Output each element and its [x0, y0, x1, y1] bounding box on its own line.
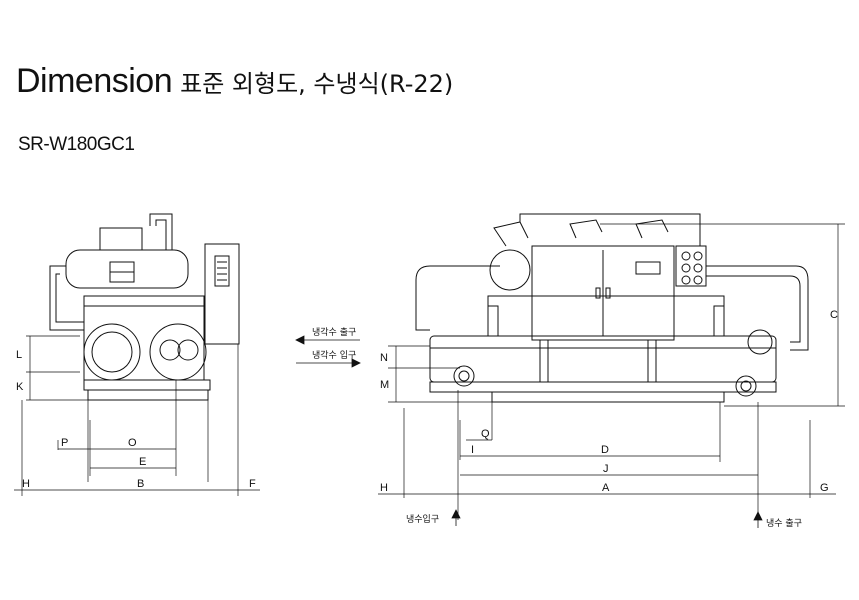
front-view: L K P O E H B F [14, 213, 260, 496]
side-nozzle-left [453, 365, 475, 387]
dim-label-O: O [128, 437, 137, 449]
front-control-panel [204, 243, 240, 345]
dim-label-N: N [380, 352, 388, 364]
side-control-box [531, 245, 675, 341]
front-flange-left [83, 323, 141, 381]
front-flange-right [149, 323, 207, 381]
title-main: Dimension [16, 62, 173, 100]
model-number: SR-W180GC1 [18, 134, 135, 155]
side-view: N M C Q I D J H A G 냉각수 출구 냉각수 입구 냉수입구 냉… [295, 213, 845, 529]
front-base-skid [87, 389, 209, 401]
note-cooling-water-in: 냉각수 입구 [312, 349, 356, 361]
side-head-right [747, 329, 773, 355]
note-chilled-water-in: 냉수입구 [406, 513, 439, 525]
dim-label-K: K [16, 381, 24, 393]
dim-label-I: I [471, 444, 474, 456]
dim-label-L: L [16, 349, 22, 361]
dim-label-Q: Q [481, 428, 490, 440]
note-chilled-water-out: 냉수 출구 [766, 518, 802, 529]
note-cooling-water-out: 냉각수 출구 [312, 326, 356, 338]
dim-label-F: F [249, 478, 256, 490]
dim-label-B: B [137, 478, 144, 490]
dim-label-M: M [380, 379, 389, 391]
dim-label-G: G [820, 482, 829, 494]
side-upper-frame [487, 295, 725, 337]
front-base-frame [83, 379, 211, 391]
dim-label-A: A [602, 482, 610, 494]
dim-label-D: D [601, 444, 609, 456]
dim-label-P: P [61, 437, 68, 449]
dim-label-J: J [603, 463, 609, 475]
side-compressor-left [489, 249, 531, 291]
dim-label-H-side: H [380, 482, 388, 494]
dim-label-E: E [139, 456, 146, 468]
side-base [491, 391, 725, 403]
dim-label-H-front: H [22, 478, 30, 490]
side-shell [429, 335, 777, 383]
title-subtitle: 표준 외형도, 수냉식(R-22) [180, 70, 454, 98]
dim-label-C: C [830, 309, 838, 321]
front-frame [83, 295, 205, 381]
side-nozzle-right [735, 375, 757, 397]
